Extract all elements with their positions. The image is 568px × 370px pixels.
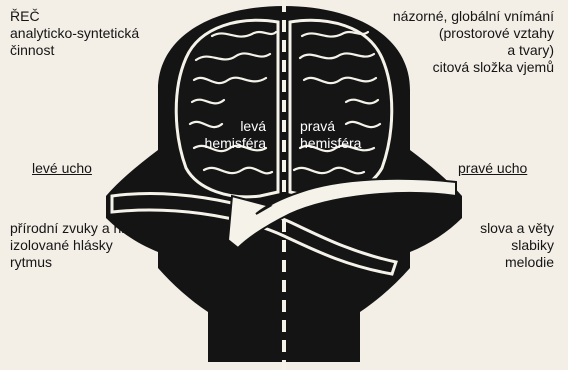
left-top-line-1: ŘEČ: [10, 8, 139, 25]
left-bottom-line-2: izolované hlásky: [10, 237, 146, 254]
left-hemisphere-shape: [176, 20, 278, 197]
left-hemisphere-line-1: levá: [190, 118, 266, 135]
right-hemisphere-line-2: hemisféra: [300, 135, 380, 152]
left-bottom-line-1: přírodní zvuky a hluky: [10, 220, 146, 237]
right-hemisphere-shape: [290, 20, 392, 197]
right-bottom-line-1: slova a věty: [480, 220, 554, 237]
left-top-line-2: analyticko-syntetická: [10, 25, 139, 42]
right-top-block: názorné, globální vnímání (prostorové vz…: [393, 8, 554, 76]
left-hemisphere-line-2: hemisféra: [190, 135, 266, 152]
left-bottom-line-3: rytmus: [10, 254, 146, 271]
left-top-block: ŘEČ analyticko-syntetická činnost: [10, 8, 139, 59]
right-top-line-3: a tvary): [393, 42, 554, 59]
right-top-line-2: (prostorové vztahy: [393, 25, 554, 42]
right-top-line-1: názorné, globální vnímání: [393, 8, 554, 25]
right-hemisphere-label: pravá hemisféra: [300, 118, 380, 152]
left-top-line-3: činnost: [10, 42, 139, 59]
right-hemisphere-line-1: pravá: [300, 118, 380, 135]
right-bottom-block: slova a věty slabiky melodie: [480, 220, 554, 271]
left-hemisphere-label: levá hemisféra: [190, 118, 266, 152]
left-ear-label: levé ucho: [32, 160, 92, 177]
left-bottom-block: přírodní zvuky a hluky izolované hlásky …: [10, 220, 146, 271]
right-top-line-4: citová složka vjemů: [393, 59, 554, 76]
right-bottom-line-3: melodie: [480, 254, 554, 271]
right-ear-label: pravé ucho: [458, 160, 527, 177]
right-bottom-line-2: slabiky: [480, 237, 554, 254]
